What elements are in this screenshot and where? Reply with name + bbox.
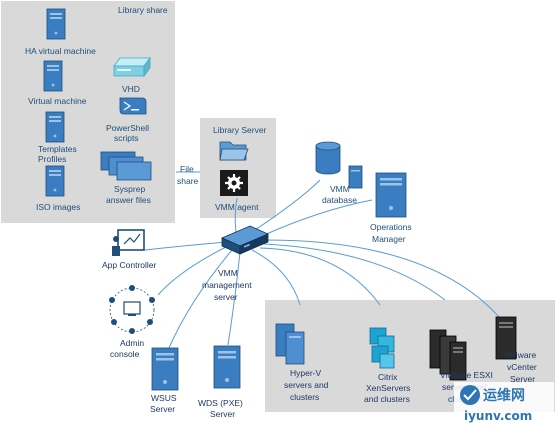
- ha-vm-icon: [46, 8, 66, 40]
- wsus-line: [167, 249, 233, 351]
- templates-label: Templates: [38, 144, 77, 154]
- scripts-label: scripts: [114, 133, 139, 143]
- templates-icon: [45, 111, 65, 143]
- library-server-title: Library Server: [213, 125, 267, 135]
- watermark-site: iyunv.com: [464, 409, 532, 423]
- vmware-vcenter-server-icon: [495, 316, 517, 360]
- library-server-panel: [200, 118, 276, 218]
- powershell-label: PowerShell: [106, 123, 149, 133]
- operations-manager-line: [261, 199, 373, 237]
- citrix-label-3: and clusters: [364, 394, 410, 404]
- database-server-icon: [348, 165, 363, 189]
- ha-vm-label: HA virtual machine: [25, 46, 96, 56]
- vhd-label: VHD: [122, 84, 140, 94]
- file-share-label: File: [180, 164, 194, 174]
- hyperv-line: [251, 249, 301, 306]
- admin-console-label-2: console: [110, 349, 140, 359]
- powershell-scroll-icon: [119, 97, 147, 115]
- hyperv-label: Hyper-V: [290, 368, 322, 378]
- vcenter-label: VMware: [505, 350, 536, 360]
- vmm-server-label-2: management: [202, 280, 252, 290]
- vmm-server-label: VMM: [218, 268, 238, 278]
- gear-icon: [220, 170, 248, 196]
- wsus-server-icon: [151, 347, 179, 391]
- citrix-label: Citrix: [378, 372, 398, 382]
- iso-label: ISO images: [36, 202, 80, 212]
- profiles-label: Profiles: [38, 154, 66, 164]
- hyperv-label-3: clusters: [290, 392, 319, 402]
- app-controller-line: [144, 241, 229, 251]
- answer-files-label: answer files: [106, 195, 151, 205]
- esxi-line: [263, 243, 446, 301]
- wsus-label: WSUS: [151, 393, 177, 403]
- vm-label: Virtual machine: [28, 96, 87, 106]
- vmm-agent-label: VMM agent: [215, 202, 259, 212]
- hyperv-servers-icon: [275, 323, 305, 365]
- vmm-database-label: VMM: [330, 184, 350, 194]
- library-share-title: Library share: [118, 5, 168, 15]
- vmm-database-label-2: database: [322, 195, 357, 205]
- wds-line: [227, 251, 241, 346]
- operations-manager-server-icon: [375, 172, 407, 218]
- app-controller-label: App Controller: [102, 260, 157, 270]
- watermark: 运维网 iyunv.com: [454, 382, 554, 426]
- library-share-panel: [1, 1, 175, 223]
- wds-label: WDS (PXE): [198, 398, 243, 408]
- vcenter-label-3: Server: [510, 374, 535, 384]
- sysprep-label: Sysprep: [114, 184, 145, 194]
- wds-label-2: Server: [210, 409, 235, 419]
- hyperv-label-2: servers and: [284, 380, 329, 390]
- vmware-esxi-servers-icon: [429, 329, 467, 381]
- database-line: [251, 179, 321, 233]
- iso-icon: [45, 165, 65, 197]
- vcenter-label-2: vCenter: [507, 362, 537, 372]
- operations-manager-label: Operations: [370, 222, 412, 232]
- admin-console-line: [157, 245, 229, 296]
- wsus-label-2: Server: [150, 404, 175, 414]
- vm-icon: [43, 60, 63, 92]
- vmware-esxi-label: VMware ESXI: [440, 370, 493, 380]
- app-controller-presenter-icon: [112, 229, 145, 256]
- citrix-line: [259, 247, 381, 306]
- admin-console-people-icon: [109, 285, 155, 334]
- citrix-label-2: XenServers: [366, 383, 410, 393]
- wds-server-icon: [213, 345, 241, 389]
- library-server-line: [234, 197, 238, 233]
- admin-console-label: Admin: [120, 338, 144, 348]
- folder-icon: [219, 141, 249, 161]
- database-cylinder-icon: [315, 141, 341, 175]
- vcenter-line: [265, 239, 501, 319]
- vmm-server-label-3: server: [214, 292, 238, 302]
- sysprep-pages-icon: [100, 151, 152, 181]
- citrix-xenserver-icon: [369, 327, 395, 369]
- vmm-server-appliance-icon: [221, 225, 269, 255]
- connector-lines: [144, 171, 501, 351]
- file-share-label-2: share: [177, 176, 199, 186]
- vhd-disk-icon: [113, 56, 151, 78]
- operations-manager-label-2: Manager: [372, 234, 406, 244]
- watermark-brand: 运维网: [483, 387, 525, 404]
